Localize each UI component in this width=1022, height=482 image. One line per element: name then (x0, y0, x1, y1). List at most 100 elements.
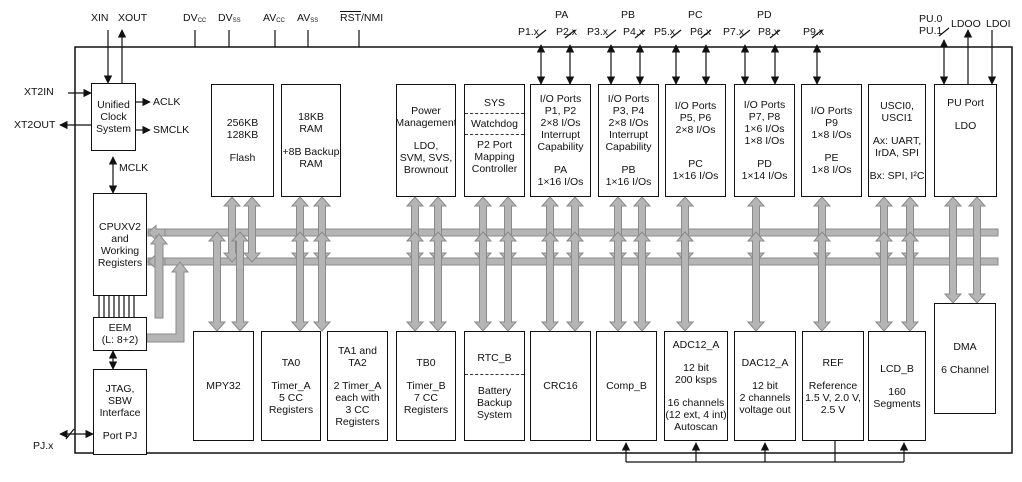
pin-p2x: P2.x (556, 26, 578, 38)
block-text-line: DAC12_A (741, 356, 789, 369)
block-text-line: 1×16 I/Os (672, 169, 719, 182)
bus-connection-arrow (242, 196, 262, 263)
crc16-block: CRC16 (530, 331, 591, 441)
bus-connection-arrow (290, 231, 310, 332)
block-text-line: System (476, 409, 512, 421)
bus-connection-arrow (608, 231, 628, 332)
block-text-line: 1×16 I/Os (537, 176, 584, 188)
bus-connection-arrow (746, 196, 766, 263)
block-text-line: Registers (268, 403, 314, 416)
block-text-line: 18KB (298, 111, 324, 123)
block-text-line: I/O Ports (607, 93, 650, 105)
block-text-line: MPY32 (206, 380, 241, 392)
pin-ldoo: LDOO (951, 18, 981, 30)
block-text-line: I/O Ports (810, 105, 853, 117)
block-text-line: Registers (403, 403, 449, 416)
block-text-line: P3, P4 (612, 105, 645, 117)
block-text-line: I/O Ports (674, 99, 717, 112)
block-text-line: USCI0, (880, 99, 914, 112)
block-text-line: Clock (100, 111, 127, 123)
block-text-line: Mapping (474, 151, 515, 163)
block-text-line: Segments (873, 397, 921, 410)
block-text-line: Ax: UART, (872, 134, 922, 147)
block-text-line: Interrupt (608, 129, 649, 141)
bus-connection-arrow (943, 196, 963, 304)
block-text-line: Comp_B (606, 380, 647, 392)
bus-connection-arrow (473, 196, 493, 263)
block-text-line: Timer_B (406, 379, 446, 392)
bus-connection-arrow (405, 196, 425, 263)
block-text-line: PE (824, 152, 839, 164)
block-text-line: Power (411, 105, 441, 117)
port-group-pb: PB (621, 9, 636, 21)
block-text-line: 7 CC (414, 391, 438, 404)
pin-p1x: P1.x (518, 26, 540, 38)
pin-p7x: P7.x (723, 26, 745, 38)
block-text-line: P2 Port (476, 139, 513, 151)
block-text-line: 2×8 I/Os (608, 117, 649, 129)
bus-connection-arrow (632, 196, 652, 263)
pin-pjx: PJ.x (33, 440, 54, 452)
bus-connection-arrow (540, 231, 560, 332)
pin-xout: XOUT (118, 12, 148, 24)
block-text-line: each with (335, 391, 380, 404)
block-text-line: 200 ksps (674, 374, 718, 386)
block-text-line: Bx: SPI, I²C (869, 169, 925, 182)
block-text-line: 1×16 I/Os (605, 176, 652, 188)
block-text-line: Backup (476, 397, 513, 409)
block-text-line: TB0 (416, 356, 436, 369)
block-text-line: Port PJ (102, 429, 138, 442)
bus-connection-arrow (874, 196, 894, 263)
block-text-line: 3 CC (345, 403, 370, 416)
block-text-line: USCI1 (881, 111, 913, 124)
block-text-line: PB (621, 164, 636, 176)
block-text-line: PC (688, 157, 703, 170)
block-text-line: LDO (954, 120, 977, 132)
block-text-line: Registers (97, 256, 143, 269)
pin-p8x: P8.x (758, 26, 780, 38)
block-text-line: TA1 and (338, 344, 377, 357)
buses (147, 228, 999, 266)
bus-connection-arrow (812, 196, 832, 263)
block-text-line: REF (822, 356, 844, 369)
block-text-line: PU Port (947, 97, 984, 109)
pin-avcc: AVCC (263, 12, 285, 24)
watchdog-label: Watchdog (471, 118, 518, 130)
bus-connection-arrow (632, 231, 652, 332)
block-text-line: Interrupt (540, 129, 581, 141)
block-text-line: Autoscan (674, 421, 718, 433)
block-text-line: PD (757, 158, 772, 170)
port-group-pc: PC (688, 9, 703, 21)
block-text-line: and (111, 232, 129, 245)
comp-b-block: Comp_B (596, 331, 657, 441)
block-text-line: 6 Channel (941, 364, 989, 376)
block-text-line: I/O Ports (539, 93, 582, 105)
bus-connection-arrow (312, 196, 332, 263)
pin-p6x: P6.x (690, 26, 712, 38)
block-text-line: P9 (825, 117, 838, 129)
pin-p4x: P4.x (623, 26, 645, 38)
port-group-pd: PD (757, 9, 772, 21)
block-text-line: 12 bit (752, 379, 778, 392)
eem-bus-arrow (146, 261, 190, 343)
block-text-line: Capability (537, 141, 584, 153)
pin-xt2in: XT2IN (24, 86, 54, 98)
block-text-line: Registers (335, 415, 380, 428)
bus-connection-arrow (290, 196, 310, 263)
